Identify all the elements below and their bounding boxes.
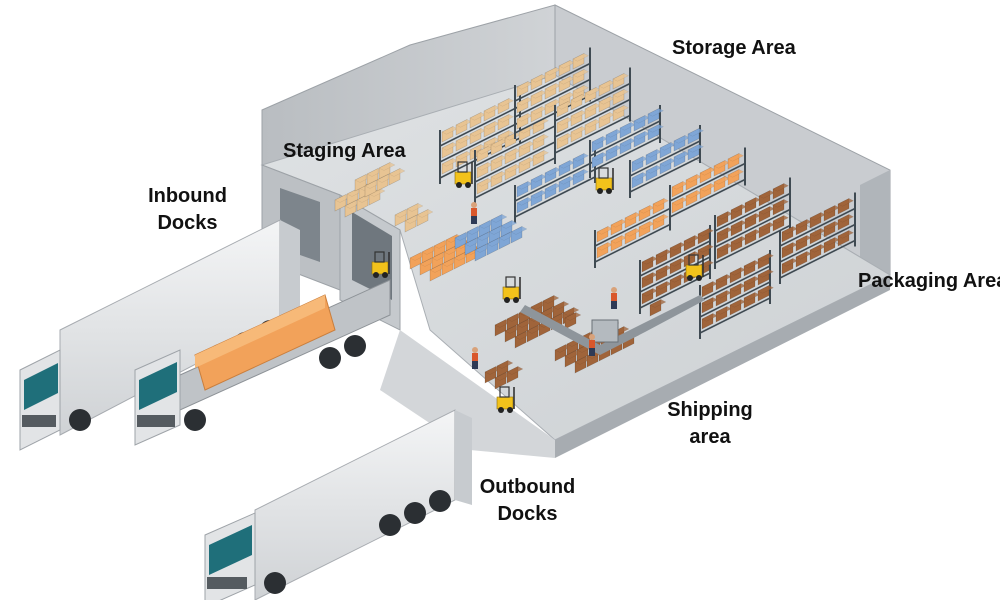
label-inbound-docks: Inbound Docks xyxy=(140,183,235,237)
conveyor-icon xyxy=(520,295,705,355)
pallet-icon xyxy=(454,214,528,262)
label-storage-area: Storage Area xyxy=(672,37,796,59)
pallet-icon xyxy=(649,299,667,317)
right-wall xyxy=(860,170,890,290)
label-outbound-line2: Docks xyxy=(497,503,558,525)
worker-icon xyxy=(471,202,477,224)
label-inbound-line1: Inbound xyxy=(148,185,227,207)
trucks xyxy=(19,219,472,600)
pallet-icon xyxy=(484,360,524,390)
truck-icon xyxy=(134,279,391,446)
pallet-icon xyxy=(354,162,406,198)
shelf-rack-icon xyxy=(669,147,746,223)
shelf-rack-icon xyxy=(439,90,521,184)
label-packaging-text: Packaging Area xyxy=(858,270,1000,292)
shelf-rack-icon xyxy=(714,177,791,269)
label-shipping-line1: Shipping xyxy=(667,399,753,421)
worker-icon xyxy=(611,287,617,309)
label-shipping-line2: area xyxy=(689,426,731,448)
outbound-ramp xyxy=(380,330,555,458)
label-inbound-line2: Docks xyxy=(157,212,218,234)
pallet-icon xyxy=(394,203,434,233)
label-packaging-area: Packaging Area xyxy=(858,268,1000,295)
shelf-rack-icon xyxy=(554,67,631,159)
forklift-icon xyxy=(685,254,704,281)
forklift-icon xyxy=(454,161,473,188)
forklift-icon xyxy=(595,167,614,194)
shelf-rack-icon xyxy=(779,192,856,284)
shelf-rack-icon xyxy=(589,105,665,178)
forklift-icon xyxy=(502,276,521,303)
label-outbound-line1: Outbound xyxy=(479,476,576,498)
worker-icon xyxy=(472,347,478,369)
shelf-rack-icon xyxy=(629,125,705,198)
storage-racks xyxy=(439,47,856,339)
truck-icon xyxy=(204,409,472,600)
worker-icon xyxy=(589,334,595,356)
forklift-icon xyxy=(371,251,390,278)
shelf-rack-icon xyxy=(474,110,556,204)
pallet-icon xyxy=(564,312,582,330)
shelf-rack-icon xyxy=(594,192,671,268)
shelf-rack-icon xyxy=(699,250,775,339)
label-outbound-docks: Outbound Docks xyxy=(470,474,585,528)
label-staging-area: Staging Area xyxy=(283,140,406,162)
forklift-icon xyxy=(496,386,515,413)
forklifts xyxy=(371,161,704,413)
front-wall-edge xyxy=(555,275,890,458)
truck-icon xyxy=(19,219,300,451)
workers xyxy=(471,202,617,369)
label-shipping-area: Shipping area xyxy=(660,397,760,451)
dock-door-lower xyxy=(352,212,392,300)
